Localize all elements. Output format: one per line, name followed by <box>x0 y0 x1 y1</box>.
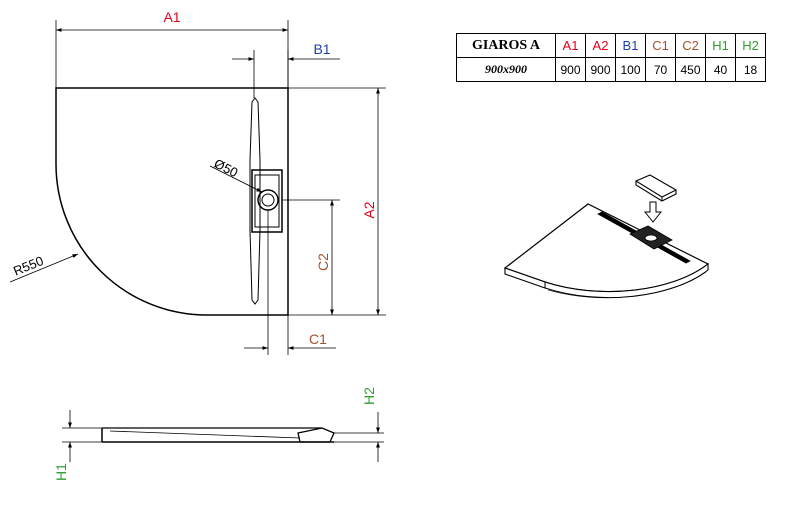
iso-drain-cover <box>634 174 678 198</box>
col-header-h2: H2 <box>735 33 766 58</box>
label-c1: C1 <box>309 331 327 347</box>
value-c2: 450 <box>675 57 706 82</box>
label-a2: A2 <box>361 201 377 218</box>
tray-outline <box>55 87 289 316</box>
dimension-b1 <box>232 50 340 98</box>
leader-radius <box>9 253 79 283</box>
spec-table: GIAROS A A1 A2 B1 C1 C2 H1 H2 900x900 90… <box>456 33 766 82</box>
col-header-c2: C2 <box>675 33 706 58</box>
label-diameter: Ø50 <box>212 156 241 181</box>
value-h2: 18 <box>735 57 766 82</box>
dimension-a2 <box>288 87 386 316</box>
label-b1: B1 <box>313 41 330 57</box>
model-size: 900x900 <box>456 57 556 82</box>
iso-down-arrow <box>643 201 663 223</box>
drain-channel <box>249 97 261 305</box>
leader-diameter <box>209 165 263 193</box>
drain-box <box>251 169 283 233</box>
value-b1: 100 <box>615 57 646 82</box>
dimension-a1 <box>55 20 289 88</box>
col-header-b1: B1 <box>615 33 646 58</box>
value-h1: 40 <box>705 57 736 82</box>
dimension-c1 <box>244 210 336 355</box>
isometric-view <box>503 174 710 299</box>
col-header-h1: H1 <box>705 33 736 58</box>
col-header-a2: A2 <box>585 33 616 58</box>
dimension-c2 <box>282 199 340 315</box>
label-h1: H1 <box>53 463 69 481</box>
col-header-a1: A1 <box>555 33 586 58</box>
label-c2: C2 <box>315 253 331 271</box>
label-h2: H2 <box>361 387 377 405</box>
spec-table-header-row: GIAROS A A1 A2 B1 C1 C2 H1 H2 <box>456 33 766 58</box>
iso-rim <box>504 262 709 299</box>
drain-hole <box>257 189 279 211</box>
value-a1: 900 <box>555 57 586 82</box>
side-view <box>62 427 384 443</box>
value-c1: 70 <box>645 57 676 82</box>
top-view <box>55 87 289 316</box>
label-a1: A1 <box>163 9 180 25</box>
col-header-c1: C1 <box>645 33 676 58</box>
side-drain-profile <box>297 427 335 443</box>
model-name: GIAROS A <box>456 33 556 58</box>
spec-table-value-row: 900x900 900 900 100 70 450 40 18 <box>456 57 766 82</box>
value-a2: 900 <box>585 57 616 82</box>
